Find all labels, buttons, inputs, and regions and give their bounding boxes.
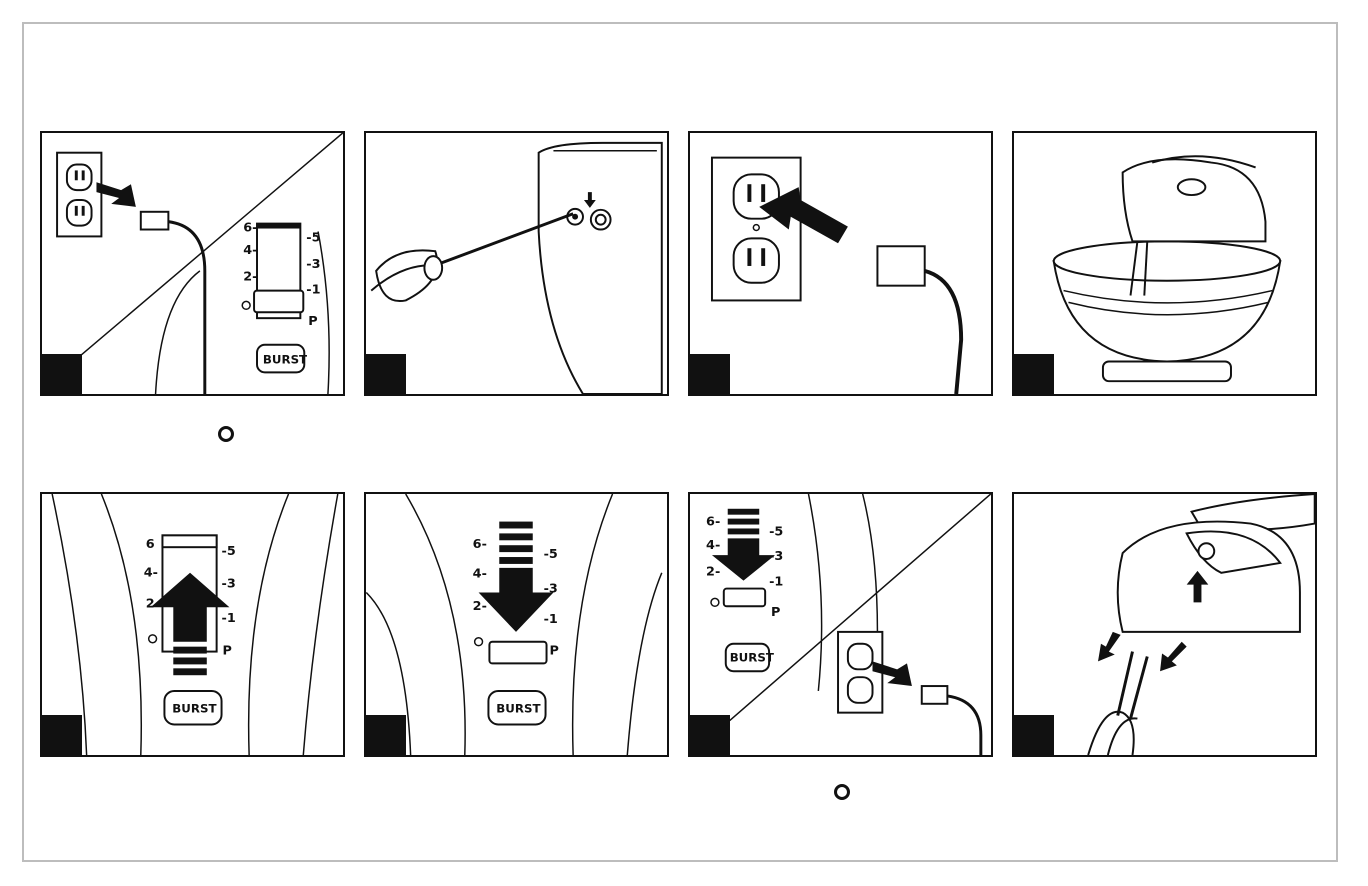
svg-text:-1: -1 (222, 611, 236, 626)
arrow-down-icon (712, 538, 775, 580)
turn-off-and-unplug-illustration: 6- 4- 2- -5 -3 -1 P BURST (690, 494, 991, 755)
unplug-and-control-illustration: 6- 4- 2- -5 -3 -1 P BURST (42, 133, 343, 394)
panel-step-4 (1012, 131, 1317, 396)
svg-text:BURST: BURST (730, 650, 774, 664)
svg-text:P: P (771, 605, 780, 620)
step-number-badge (1014, 715, 1054, 755)
svg-text:4-: 4- (473, 567, 487, 582)
arrow-down-icon (479, 568, 554, 632)
svg-text:4-: 4- (706, 538, 720, 553)
panel-step-5: 6 4- 2 -5 -3 -1 P BURST (40, 492, 345, 757)
svg-text:P: P (223, 644, 232, 659)
increase-speed-illustration: 6 4- 2 -5 -3 -1 P BURST (42, 494, 343, 755)
off-position-icon (834, 784, 850, 800)
arrow-down-left-icon (1098, 632, 1121, 662)
svg-text:6: 6 (146, 537, 155, 552)
step-number-badge (42, 715, 82, 755)
svg-text:2: 2 (146, 596, 155, 611)
plug-icon (141, 212, 169, 230)
speed-slider (724, 589, 765, 607)
svg-text:-5: -5 (769, 524, 783, 539)
svg-text:6-: 6- (706, 515, 720, 530)
svg-text:BURST: BURST (263, 352, 307, 366)
svg-text:-3: -3 (306, 257, 320, 272)
eject-beaters-illustration (1014, 494, 1315, 755)
plug-icon (877, 246, 924, 285)
svg-text:2-: 2- (706, 565, 720, 580)
svg-text:-5: -5 (222, 544, 236, 559)
panel-step-1: 6- 4- 2- -5 -3 -1 P BURST (40, 131, 345, 396)
panel-step-6: 6- 4- 2- -5 -3 -1 P BURST (364, 492, 669, 757)
svg-text:6-: 6- (243, 220, 257, 235)
panel-step-7: 6- 4- 2- -5 -3 -1 P BURST (688, 492, 993, 757)
svg-text:P: P (549, 644, 558, 659)
beater-insertion-illustration (366, 133, 667, 394)
svg-text:2-: 2- (473, 599, 487, 614)
svg-text:BURST: BURST (172, 702, 216, 716)
svg-text:2-: 2- (243, 270, 257, 285)
svg-text:-5: -5 (544, 547, 558, 562)
decrease-speed-illustration: 6- 4- 2- -5 -3 -1 P BURST (366, 494, 667, 755)
step-number-badge (1014, 354, 1054, 394)
panel-step-8 (1012, 492, 1317, 757)
svg-text:6-: 6- (473, 537, 487, 552)
svg-text:P: P (308, 314, 317, 329)
step-number-badge (366, 715, 406, 755)
mixing-in-bowl-illustration (1014, 133, 1315, 394)
svg-text:-3: -3 (222, 577, 236, 592)
off-position-icon (218, 426, 234, 442)
plug-in-illustration (690, 133, 991, 394)
svg-text:4-: 4- (243, 243, 257, 258)
step-number-badge (42, 354, 82, 394)
speed-slider (489, 642, 546, 664)
svg-text:-5: -5 (306, 230, 320, 245)
svg-text:4-: 4- (144, 566, 158, 581)
beater-icon (1088, 712, 1134, 755)
svg-text:-1: -1 (769, 575, 783, 590)
step-number-badge (366, 354, 406, 394)
svg-text:-3: -3 (544, 581, 558, 596)
svg-text:-1: -1 (306, 283, 320, 298)
step-number-badge (690, 715, 730, 755)
svg-text:-3: -3 (769, 549, 783, 564)
plug-icon (922, 686, 948, 704)
panel-step-3 (688, 131, 993, 396)
svg-text:BURST: BURST (496, 702, 540, 716)
step-number-badge (690, 354, 730, 394)
mixer-body-icon (1123, 159, 1266, 241)
arrow-down-left-icon (1160, 642, 1187, 672)
svg-text:-1: -1 (544, 612, 558, 627)
panel-step-2 (364, 131, 669, 396)
